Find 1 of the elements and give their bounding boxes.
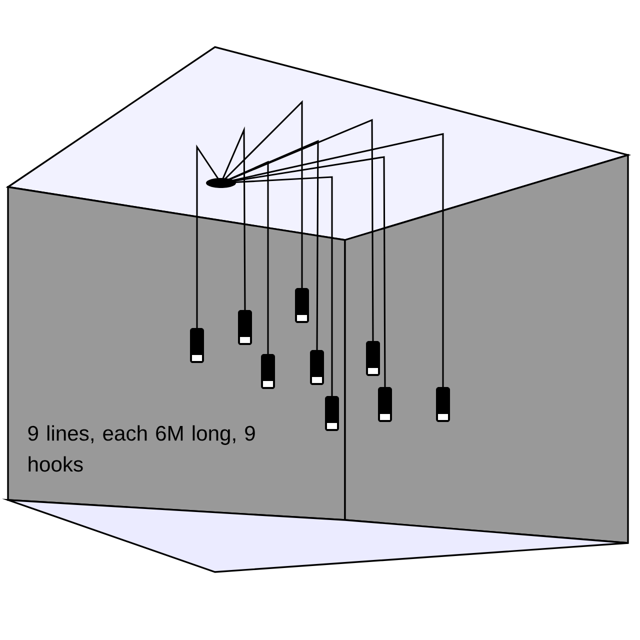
note-text: 9 lines, each 6M long, 9 hooks bbox=[28, 425, 255, 472]
